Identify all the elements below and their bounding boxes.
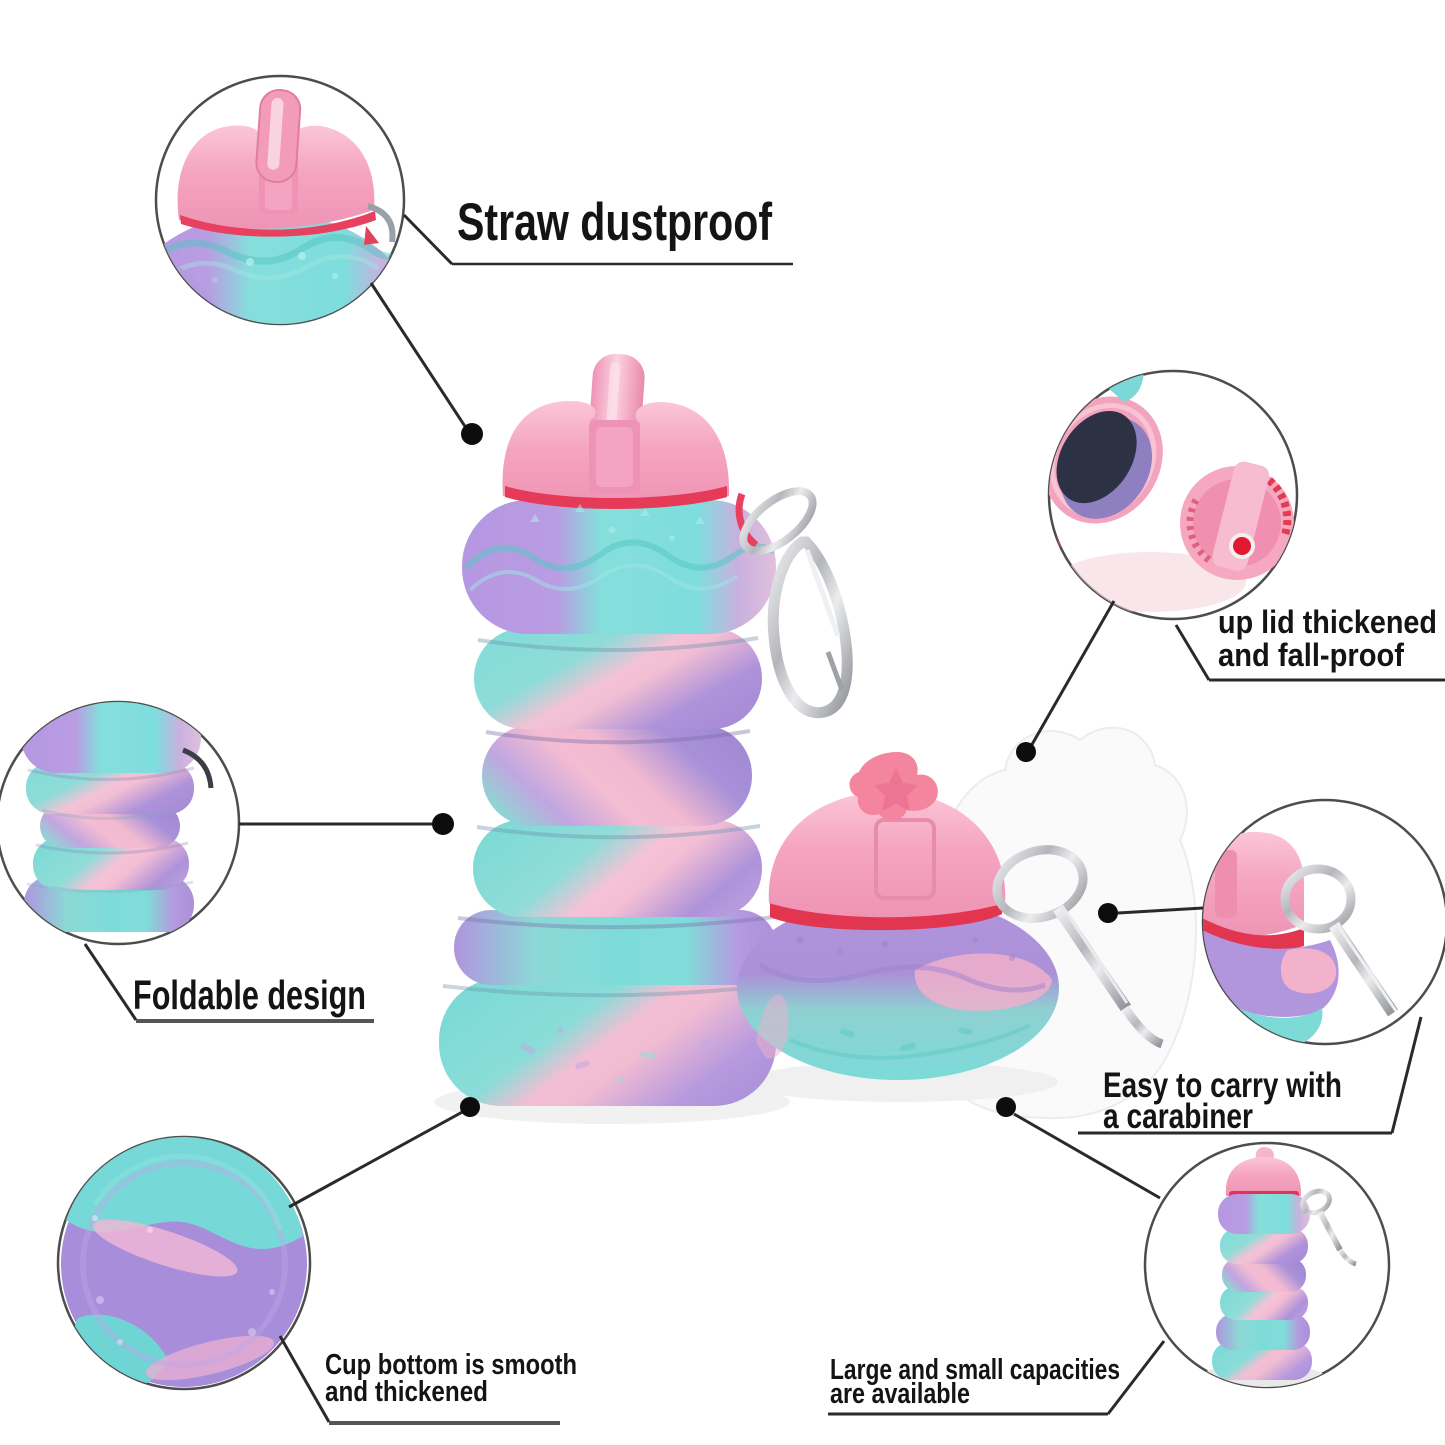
svg-text:Large and small capacities: Large and small capacities: [830, 1354, 1120, 1386]
svg-text:Cup bottom is smooth: Cup bottom is smooth: [325, 1349, 577, 1381]
svg-text:Foldable design: Foldable design: [133, 972, 366, 1018]
svg-text:Straw dustproof: Straw dustproof: [457, 193, 772, 252]
svg-text:and fall-proof: and fall-proof: [1218, 637, 1404, 673]
svg-text:and thickened: and thickened: [325, 1376, 488, 1408]
svg-text:a carabiner: a carabiner: [1103, 1097, 1253, 1136]
svg-text:Easy to carry with: Easy to carry with: [1103, 1066, 1342, 1105]
svg-text:are available: are available: [830, 1378, 970, 1410]
svg-text:up lid thickened: up lid thickened: [1218, 604, 1437, 640]
